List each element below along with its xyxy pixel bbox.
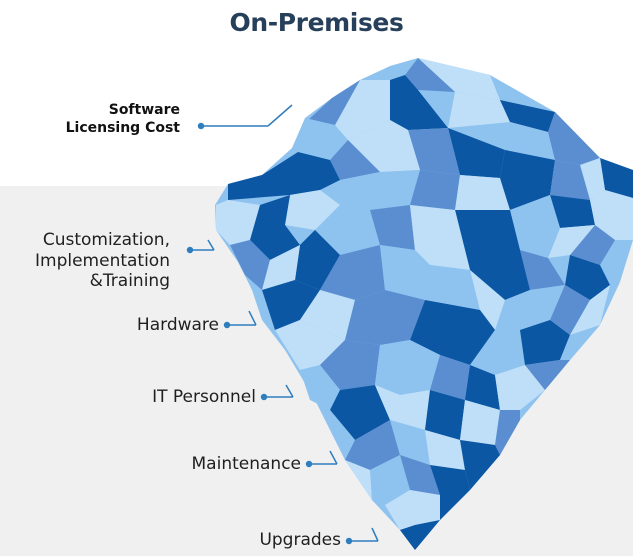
- label-customization: Customization, Implementation &Training: [35, 230, 170, 292]
- tick-upgrades: [371, 527, 379, 542]
- label-customization-line-3: &Training: [89, 271, 170, 292]
- tick-customization: [207, 239, 215, 251]
- label-software-licensing-cost: Software Licensing Cost: [66, 101, 180, 137]
- dot-upgrades: [345, 537, 353, 545]
- label-hardware: Hardware: [136, 315, 219, 335]
- label-software-line-1: Software: [108, 102, 180, 118]
- dot-it-personnel: [260, 393, 268, 401]
- diagram-title: On-Premises: [229, 8, 404, 37]
- tick-hardware: [248, 310, 257, 326]
- label-maintenance: Maintenance: [191, 454, 301, 474]
- dot-customization: [186, 246, 194, 254]
- label-upgrades: Upgrades: [259, 530, 341, 550]
- tick-software: [267, 104, 293, 127]
- label-software-line-2: Licensing Cost: [65, 120, 180, 137]
- dot-software: [197, 122, 205, 130]
- iceberg: [215, 58, 633, 550]
- tick-maintenance: [329, 450, 338, 465]
- dot-hardware: [223, 321, 231, 329]
- leader-dots: [186, 122, 353, 545]
- dot-maintenance: [305, 460, 313, 468]
- tick-it-personnel: [285, 384, 294, 398]
- label-it-personnel: IT Personnel: [152, 387, 256, 407]
- label-customization-line-2: Implementation: [35, 250, 170, 271]
- label-customization-line-1: Customization,: [42, 230, 170, 250]
- leader-lines: [190, 104, 379, 542]
